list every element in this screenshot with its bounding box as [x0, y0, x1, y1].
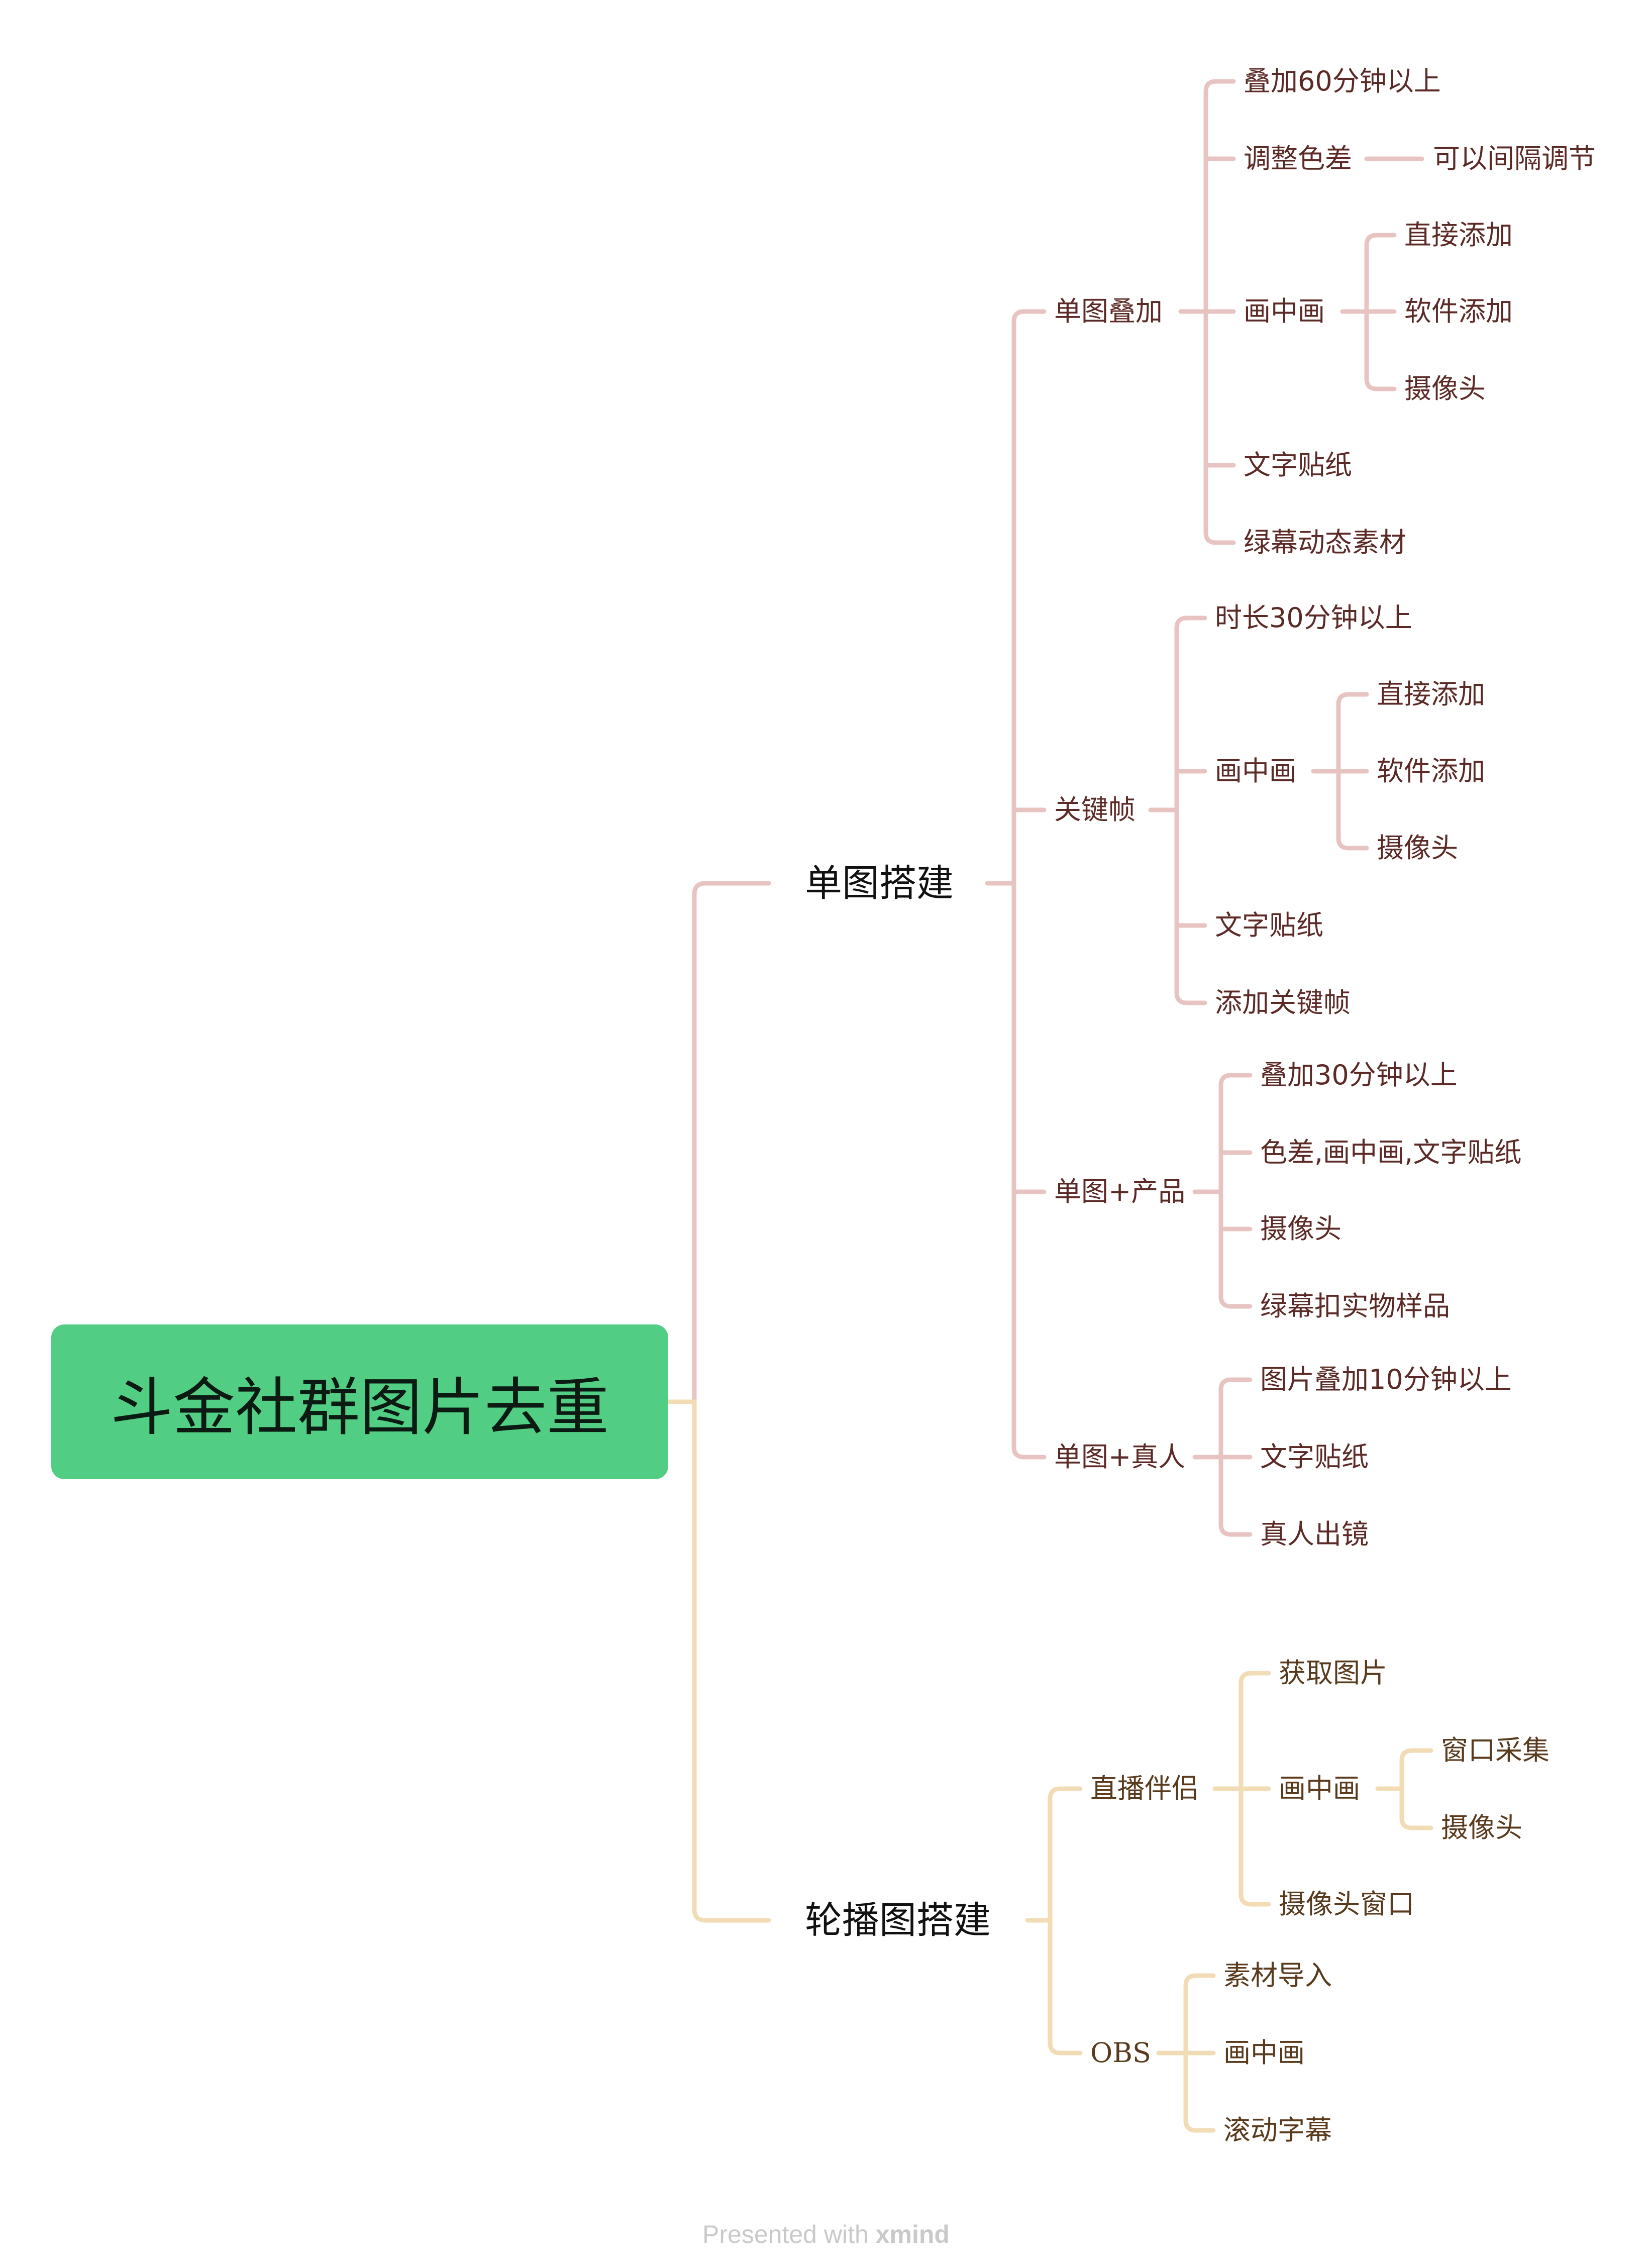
branch-topic[interactable]: 单图搭建 [805, 862, 954, 905]
subtopic[interactable]: 时长30分钟以上 [1215, 602, 1412, 634]
subtopic[interactable]: 摄像头 [1404, 373, 1486, 404]
root-topic-label: 斗金社群图片去重 [110, 1372, 609, 1444]
subtopic[interactable]: 单图叠加 [1054, 295, 1163, 327]
branch-topic[interactable]: 轮播图搭建 [805, 1899, 991, 1942]
subtopic[interactable]: 文字贴纸 [1260, 1441, 1369, 1473]
footer-credit: Presented with xmind [0, 2220, 1652, 2249]
subtopic[interactable]: 软件添加 [1404, 295, 1513, 327]
subtopic[interactable]: 可以间隔调节 [1433, 143, 1596, 174]
subtopic[interactable]: 图片叠加10分钟以上 [1260, 1364, 1512, 1395]
subtopic[interactable]: 绿幕动态素材 [1244, 527, 1406, 558]
subtopic[interactable]: 摄像头 [1377, 832, 1458, 864]
subtopic[interactable]: 画中画 [1279, 1773, 1360, 1804]
subtopic[interactable]: 直接添加 [1404, 219, 1513, 251]
connector-b1-to-chanpin [1011, 881, 1047, 1194]
subtopic[interactable]: 软件添加 [1377, 755, 1485, 787]
subtopic[interactable]: 绿幕扣实物样品 [1260, 1290, 1450, 1322]
subtopic[interactable]: 画中画 [1215, 755, 1296, 787]
connector-root-branch1 [666, 881, 771, 1404]
subtopic[interactable]: 素材导入 [1223, 1960, 1332, 1991]
subtopic[interactable]: 叠加60分钟以上 [1244, 65, 1441, 97]
xmind-logo-text: xmind [875, 2220, 950, 2248]
subtopic[interactable]: 摄像头 [1441, 1812, 1522, 1843]
subtopic[interactable]: 直接添加 [1377, 678, 1485, 710]
subtopic[interactable]: 滚动字幕 [1223, 2114, 1332, 2146]
connector-b1-to-dandiediejia [1011, 309, 1047, 886]
footer-prefix: Presented with [702, 2220, 869, 2248]
connector-root-branch2 [666, 1399, 771, 1923]
subtopic[interactable]: 摄像头 [1260, 1213, 1341, 1245]
subtopic[interactable]: OBS [1090, 2037, 1151, 2069]
subtopic[interactable]: 色差,画中画,文字贴纸 [1260, 1137, 1522, 1168]
subtopic[interactable]: 添加关键帧 [1215, 987, 1351, 1018]
subtopic[interactable]: 关键帧 [1054, 794, 1135, 826]
subtopic[interactable]: 叠加30分钟以上 [1260, 1059, 1458, 1091]
subtopic[interactable]: 单图+真人 [1054, 1441, 1186, 1473]
subtopic[interactable]: 画中画 [1244, 295, 1325, 327]
connector-b1-to-zhenren [1011, 881, 1047, 1460]
subtopic[interactable]: 单图+产品 [1054, 1176, 1186, 1207]
subtopic[interactable]: 画中画 [1223, 2037, 1305, 2069]
subtopic[interactable]: 获取图片 [1279, 1657, 1387, 1689]
subtopic[interactable]: 文字贴纸 [1244, 449, 1352, 481]
subtopic[interactable]: 窗口采集 [1441, 1734, 1550, 1766]
subtopic[interactable]: 文字贴纸 [1215, 909, 1323, 941]
root-topic[interactable]: 斗金社群图片去重 [51, 1324, 668, 1479]
connector-b1-to-guanjianzhen [1011, 807, 1047, 886]
subtopic[interactable]: 真人出镜 [1260, 1518, 1369, 1550]
subtopic[interactable]: 调整色差 [1244, 143, 1352, 174]
subtopic[interactable]: 摄像头窗口 [1279, 1888, 1414, 1920]
subtopic[interactable]: 直播伴侣 [1090, 1773, 1199, 1804]
